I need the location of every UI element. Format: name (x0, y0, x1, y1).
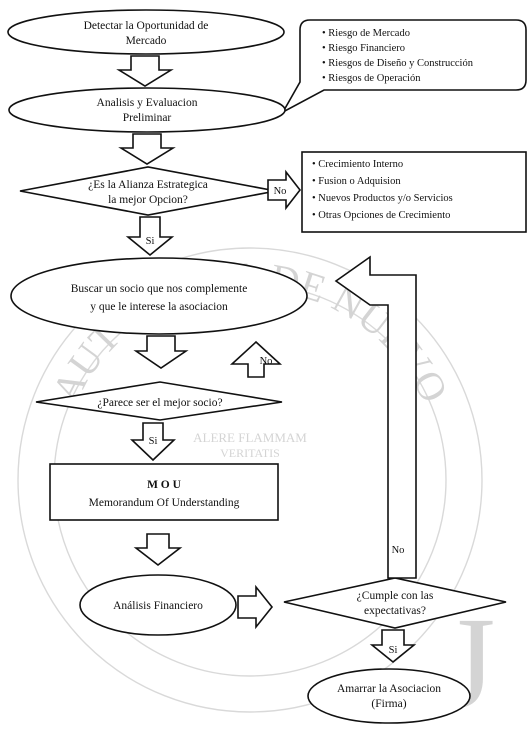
node-sign-association: Amarrar la Asociacion (Firma) (307, 668, 471, 724)
decision-partner-label: ¿Parece ser el mejor socio? (97, 397, 222, 409)
arrow-down-4 (133, 335, 189, 369)
node-preliminary-analysis: Analisis y Evaluacion Preliminar (8, 87, 286, 133)
arrow-down-2 (118, 133, 176, 165)
arrow-down-1 (116, 55, 174, 87)
arrow-yes-alliance: Si (125, 216, 175, 257)
risk-item-2: • Riesgo Financiero (322, 43, 405, 54)
node-mou: M O U Memorandum Of Understanding (49, 463, 279, 521)
decision-expectations-line2: expectativas? (364, 605, 426, 617)
watermark-motto-1: ALERE FLAMMAM (193, 430, 307, 445)
risk-item-3: • Riesgos de Diseño y Construcción (322, 58, 474, 69)
node-detect-opportunity: Detectar la Oportunidad de Mercado (7, 9, 285, 55)
node-search-line2: y que le interese la asociacion (90, 301, 228, 313)
decision-best-partner: ¿Parece ser el mejor socio? (35, 381, 283, 421)
arrow-no-expectations-loop: No (334, 255, 417, 579)
node-end-line2: (Firma) (371, 698, 406, 710)
risk-item-4: • Riesgos de Operación (322, 73, 421, 84)
arrow-down-6 (133, 533, 183, 567)
decision-expectations: ¿Cumple con las expectativas? (283, 577, 507, 629)
option-item-2: • Fusion o Adquision (312, 176, 401, 187)
label-no-alliance: No (274, 186, 287, 197)
node-mou-title: M O U (147, 479, 182, 491)
label-yes-partner: Si (149, 436, 158, 447)
node-search-line1: Buscar un socio que nos complemente (71, 283, 248, 295)
node-search-partner: Buscar un socio que nos complemente y qu… (10, 257, 308, 335)
callout-options: • Crecimiento Interno • Fusion o Adquisi… (301, 151, 527, 233)
arrow-no-alliance: No (267, 169, 302, 211)
label-yes-expectations: Si (389, 645, 398, 656)
arrow-right-financial (237, 584, 274, 630)
node-detect-line1: Detectar la Oportunidad de (84, 20, 209, 32)
decision-alliance: ¿Es la Alianza Estrategica la mejor Opci… (19, 166, 277, 216)
decision-alliance-line1: ¿Es la Alianza Estrategica (88, 179, 208, 191)
node-analysis-line1: Analisis y Evaluacion (97, 97, 198, 109)
risk-item-1: • Riesgo de Mercado (322, 28, 410, 39)
option-item-1: • Crecimiento Interno (312, 159, 403, 170)
node-analysis-line2: Preliminar (123, 112, 172, 124)
option-item-4: • Otras Opciones de Crecimiento (312, 210, 450, 221)
node-financial-label: Análisis Financiero (113, 600, 203, 612)
node-mou-subtitle: Memorandum Of Understanding (89, 497, 240, 509)
decision-alliance-line2: la mejor Opcion? (108, 194, 188, 206)
node-financial-analysis: Análisis Financiero (79, 574, 237, 636)
arrow-no-partner: No (229, 340, 283, 378)
arrow-yes-expectations: Si (369, 629, 417, 664)
label-no-expectations: No (392, 545, 405, 556)
node-detect-line2: Mercado (126, 35, 167, 47)
node-end-line1: Amarrar la Asociacion (337, 683, 441, 695)
callout-risks: • Riesgo de Mercado • Riesgo Financiero … (280, 19, 527, 115)
arrow-yes-partner: Si (130, 422, 176, 462)
decision-expectations-line1: ¿Cumple con las (357, 590, 434, 602)
label-no-partner: No (260, 356, 273, 367)
label-yes-alliance: Si (146, 236, 155, 247)
watermark-motto-2: VERITATIS (220, 446, 280, 460)
option-item-3: • Nuevos Productos y/o Servicios (312, 193, 453, 204)
